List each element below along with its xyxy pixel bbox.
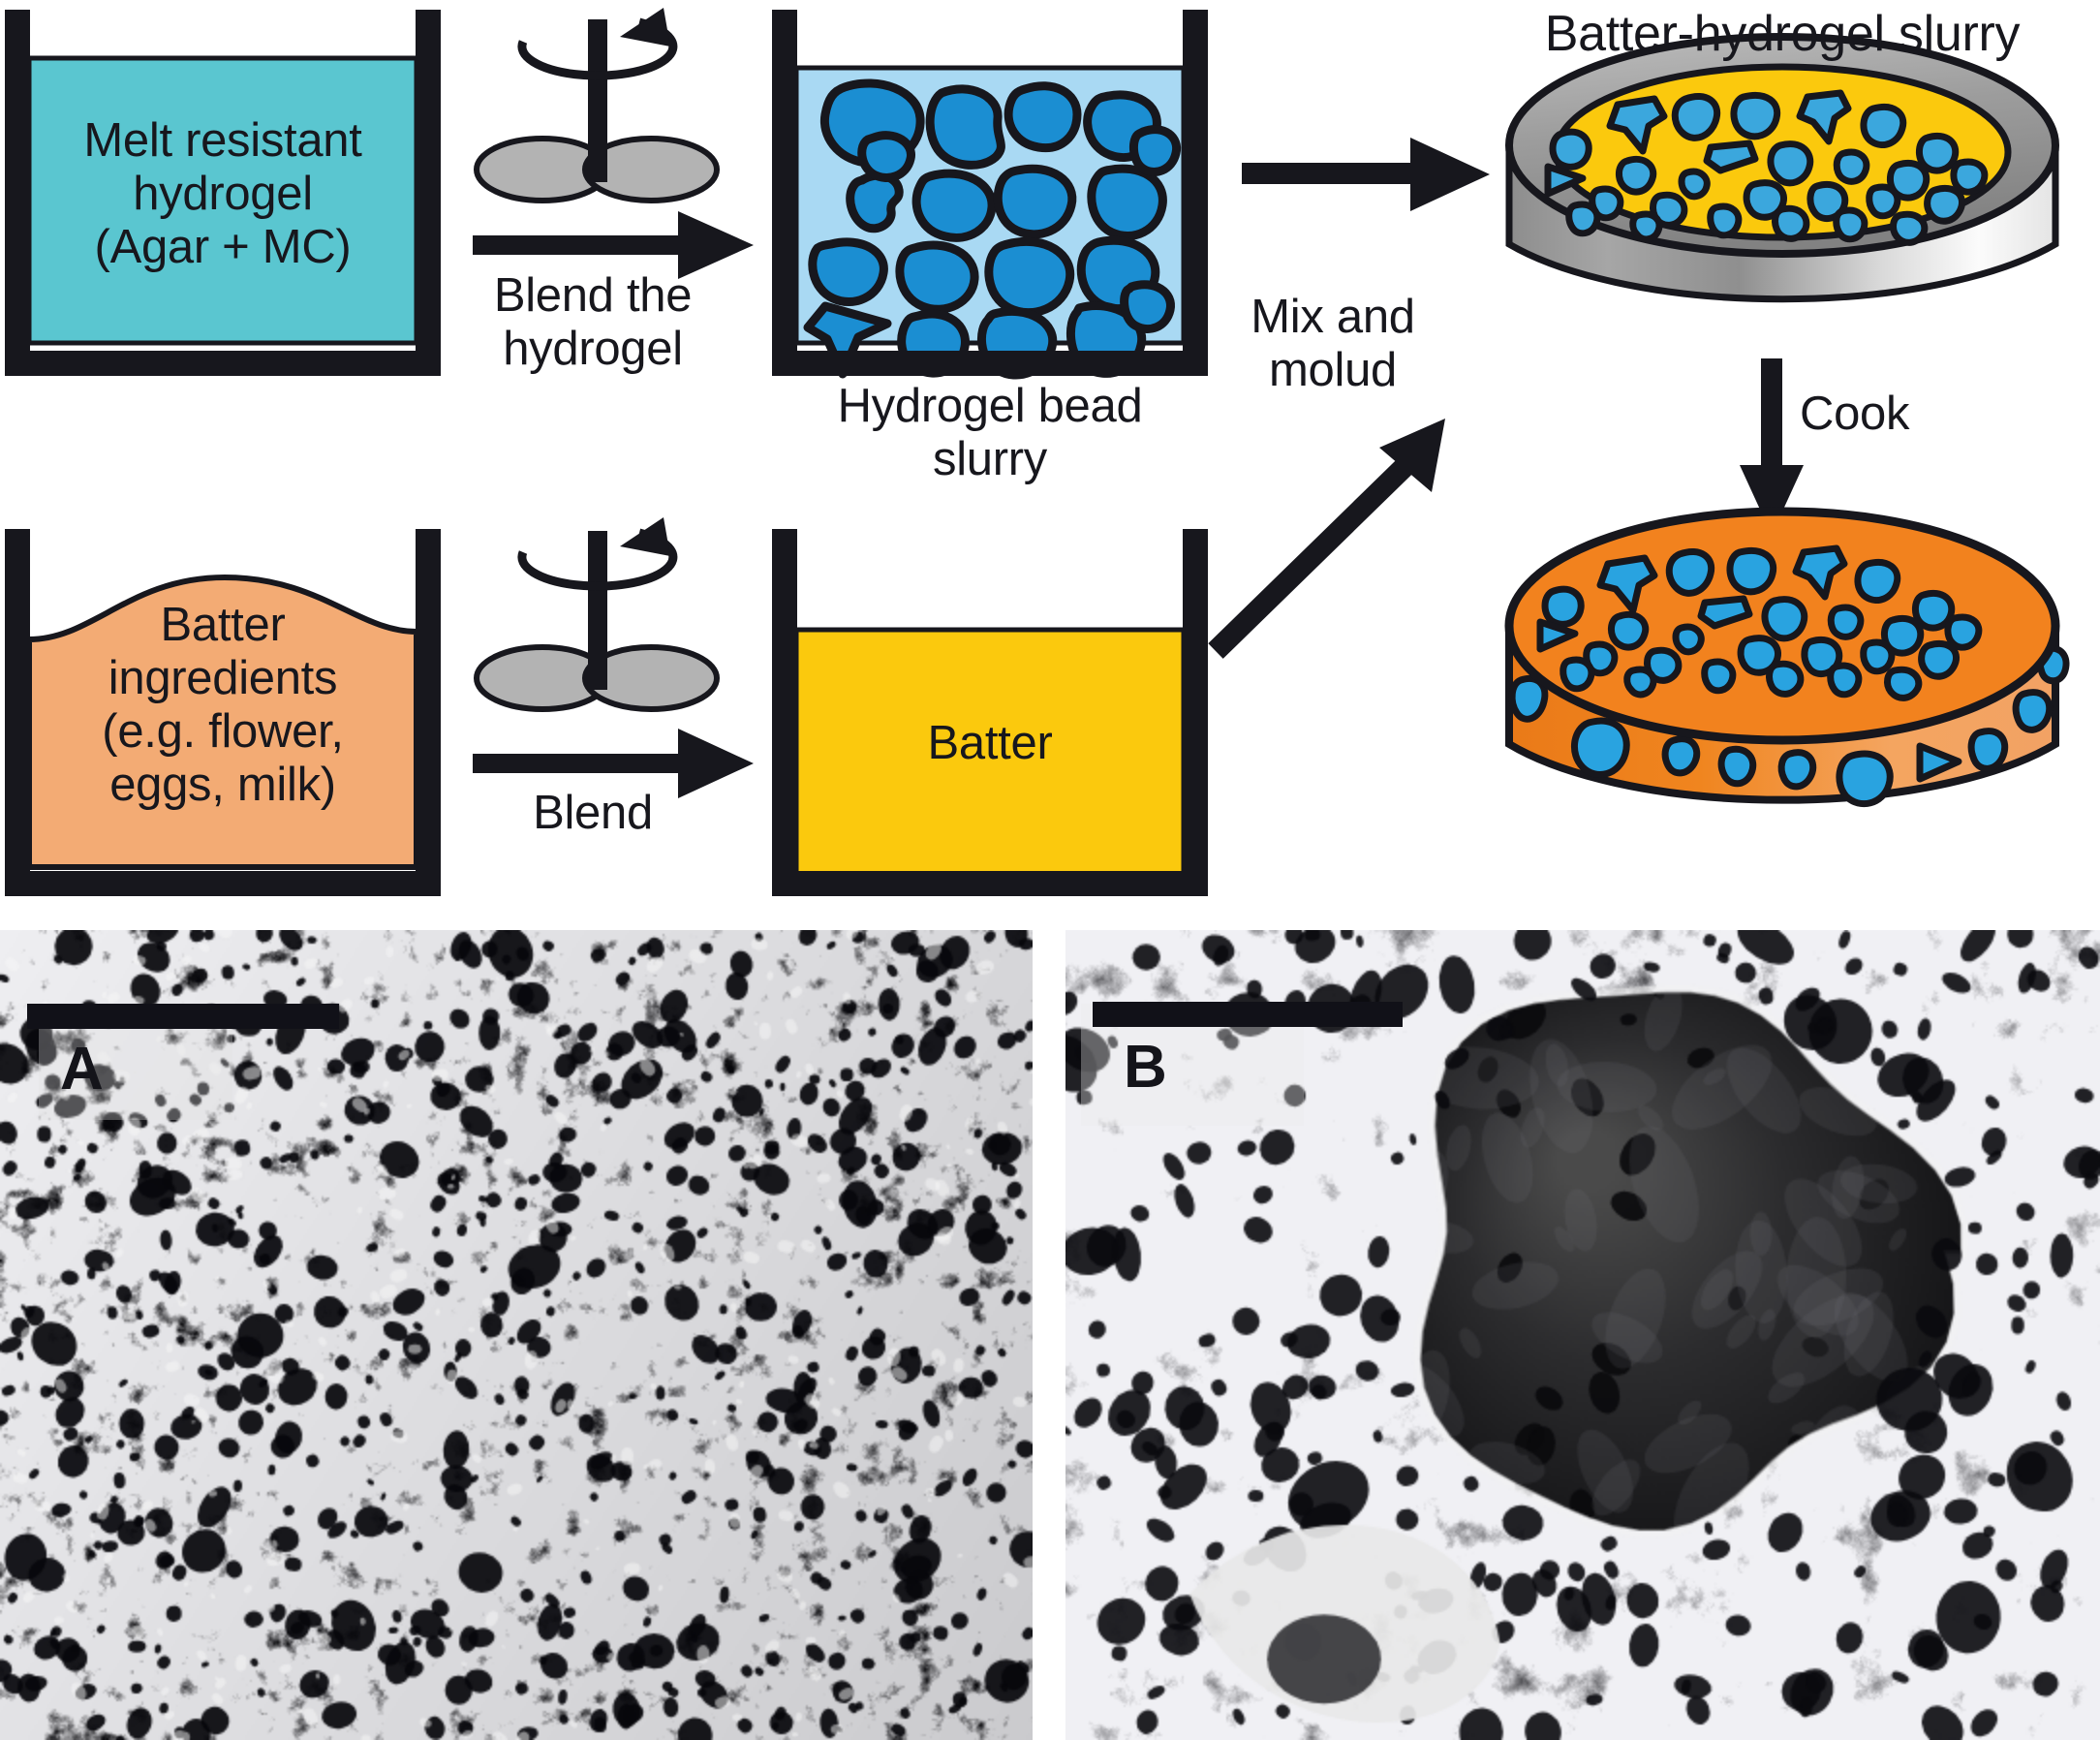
process-schematic: Melt resistant hydrogel (Agar + MC) Blen… [5, 6, 2070, 896]
cook-arrow-graphic [1740, 358, 1804, 535]
batter-ingredients-beaker-graphic [5, 529, 441, 896]
mix-and-mould-arrow-label: Mix and molud [1251, 291, 1415, 396]
hydrogel-beaker-graphic [5, 10, 441, 376]
batter-beaker-label: Batter [927, 717, 1053, 769]
blend-arrow-label: Blend [533, 787, 653, 839]
sem-panel-a-image [0, 930, 1033, 1740]
sem-panel-a-letter: A [60, 1036, 104, 1103]
hydrogel-mixer-graphic [474, 8, 720, 203]
schematic-vector-layer [5, 8, 2070, 896]
sem-panel-b-image [1065, 930, 2100, 1740]
batter-ingredients-beaker-label: Batter ingredients (e.g. flower, eggs, m… [102, 599, 344, 811]
cook-arrow-label: Cook [1800, 388, 1910, 440]
cooked-cake-disc-graphic [1504, 507, 2070, 808]
blend-arrow-graphic [473, 729, 754, 798]
sem-panel-b-scalebar [1093, 1002, 1403, 1027]
sem-panel-b-letter: B [1124, 1034, 1167, 1101]
batter-mixer-graphic [474, 517, 720, 712]
sem-panel-a-scalebar [27, 1004, 339, 1029]
hydrogel-bead-slurry-caption: Hydrogel bead slurry [837, 380, 1143, 485]
blend-the-hydrogel-arrow-label: Blend the hydrogel [493, 269, 693, 375]
blend-the-hydrogel-arrow-graphic [473, 211, 754, 279]
sem-panel-b: B [1065, 930, 2100, 1740]
mix-and-mould-arrow-graphic [1242, 138, 1490, 211]
petri-dish-slurry-title: Batter-hydrogel slurry [1544, 6, 2021, 62]
hydrogel-bead-slurry-beaker-graphic [772, 10, 1208, 380]
hydrogel-beaker-label: Melt resistant hydrogel (Agar + MC) [83, 114, 362, 273]
batter-beaker-graphic [772, 529, 1208, 896]
sem-panel-a: A [0, 930, 1033, 1740]
sem-micrograph-row: A B [0, 930, 2100, 1740]
petri-dish-slurry-graphic [1505, 33, 2059, 303]
combine-arrow-graphic [1208, 419, 1445, 659]
